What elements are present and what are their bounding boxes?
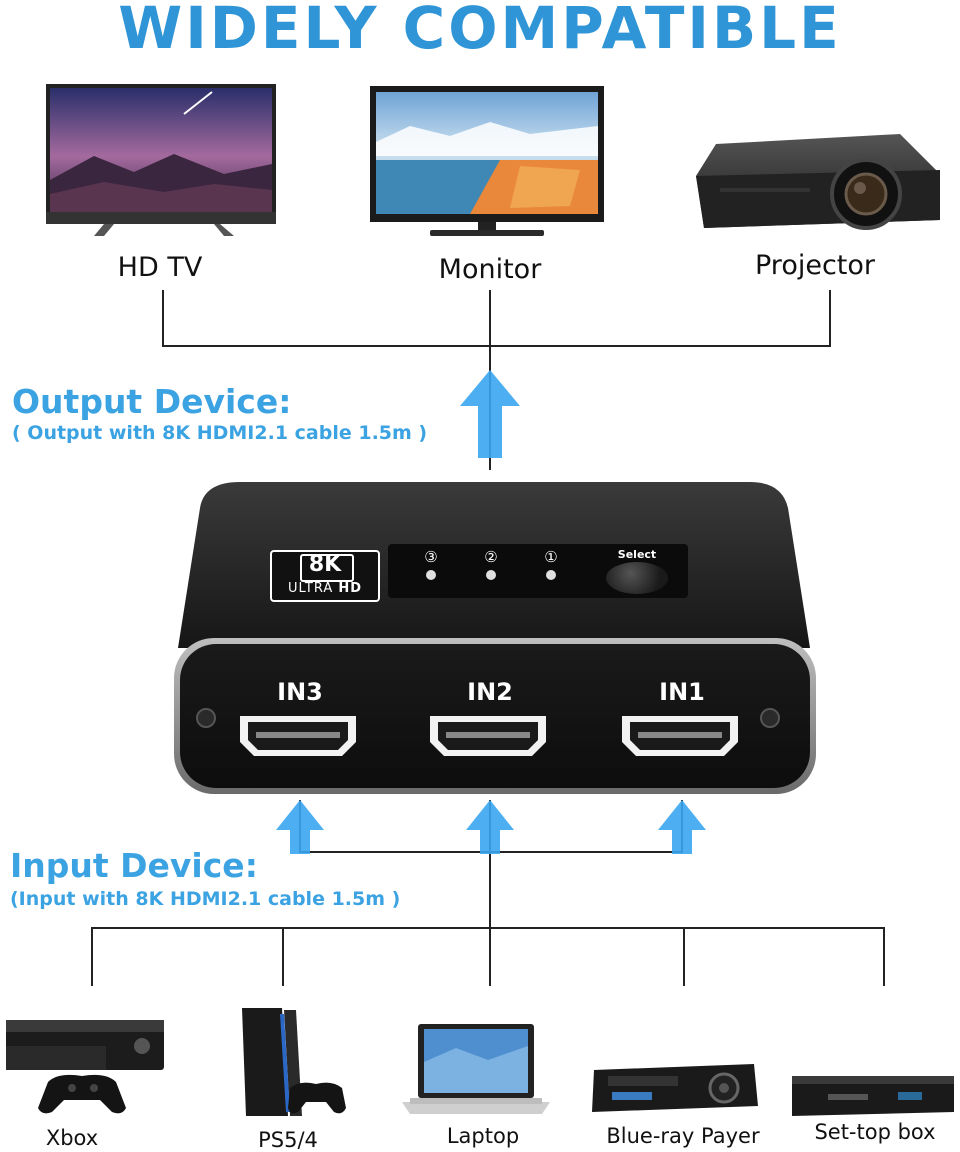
input-device-label: Xbox <box>45 1126 99 1150</box>
settop-box-icon <box>792 1076 954 1116</box>
playstation-icon <box>242 1008 346 1116</box>
badge-sub-text-bold: HD <box>338 581 363 596</box>
input-connector <box>91 800 885 986</box>
8k-ultra-hd-badge: 8K ULTRA HD <box>270 550 380 602</box>
bluray-player-icon <box>592 1064 758 1112</box>
hdmi-port-in3[interactable] <box>240 716 356 756</box>
select-label: Select <box>617 548 657 561</box>
led-indicator <box>426 570 436 580</box>
headline: WIDELY COMPATIBLE <box>118 0 842 62</box>
output-device-label: Monitor <box>438 254 542 285</box>
input-device-label: Set-top box <box>814 1120 936 1144</box>
input-device-label: PS5/4 <box>258 1128 318 1152</box>
badge-sub-text: ULTRA <box>287 581 334 596</box>
led-indicator-label: ② <box>484 548 498 566</box>
input-title: Input Device: <box>10 846 258 885</box>
xbox-icon <box>6 1020 164 1114</box>
input-device-label: Laptop <box>446 1124 520 1148</box>
hdmi-port-in1[interactable] <box>622 716 738 756</box>
hdmi-switch: 8K ULTRA HD ③ ② ① Select IN3 IN2 IN1 <box>170 478 820 798</box>
badge-main-text: 8K <box>308 552 342 577</box>
led-indicator <box>546 570 556 580</box>
led-indicator <box>486 570 496 580</box>
led-indicator-label: ① <box>544 548 558 566</box>
output-title: Output Device: <box>12 382 292 421</box>
output-connector <box>162 290 831 470</box>
output-device-label: HD TV <box>117 252 203 283</box>
port-label: IN2 <box>467 678 513 706</box>
select-button[interactable] <box>606 562 668 594</box>
port-label: IN1 <box>659 678 705 706</box>
led-indicator-label: ③ <box>424 548 438 566</box>
output-device-label: Projector <box>755 250 875 281</box>
projector-icon <box>696 134 940 230</box>
output-subtitle: ( Output with 8K HDMI2.1 cable 1.5m ) <box>12 422 428 444</box>
tv-icon <box>46 84 276 236</box>
hdmi-ports <box>196 708 780 756</box>
laptop-icon <box>402 1024 550 1114</box>
input-subtitle: (Input with 8K HDMI2.1 cable 1.5m ) <box>10 888 401 910</box>
led-panel: ③ ② ① Select <box>388 544 688 598</box>
input-device-label: Blue-ray Payer <box>606 1124 760 1148</box>
port-label: IN3 <box>277 678 323 706</box>
hdmi-port-in2[interactable] <box>430 716 546 756</box>
monitor-icon <box>370 86 604 236</box>
